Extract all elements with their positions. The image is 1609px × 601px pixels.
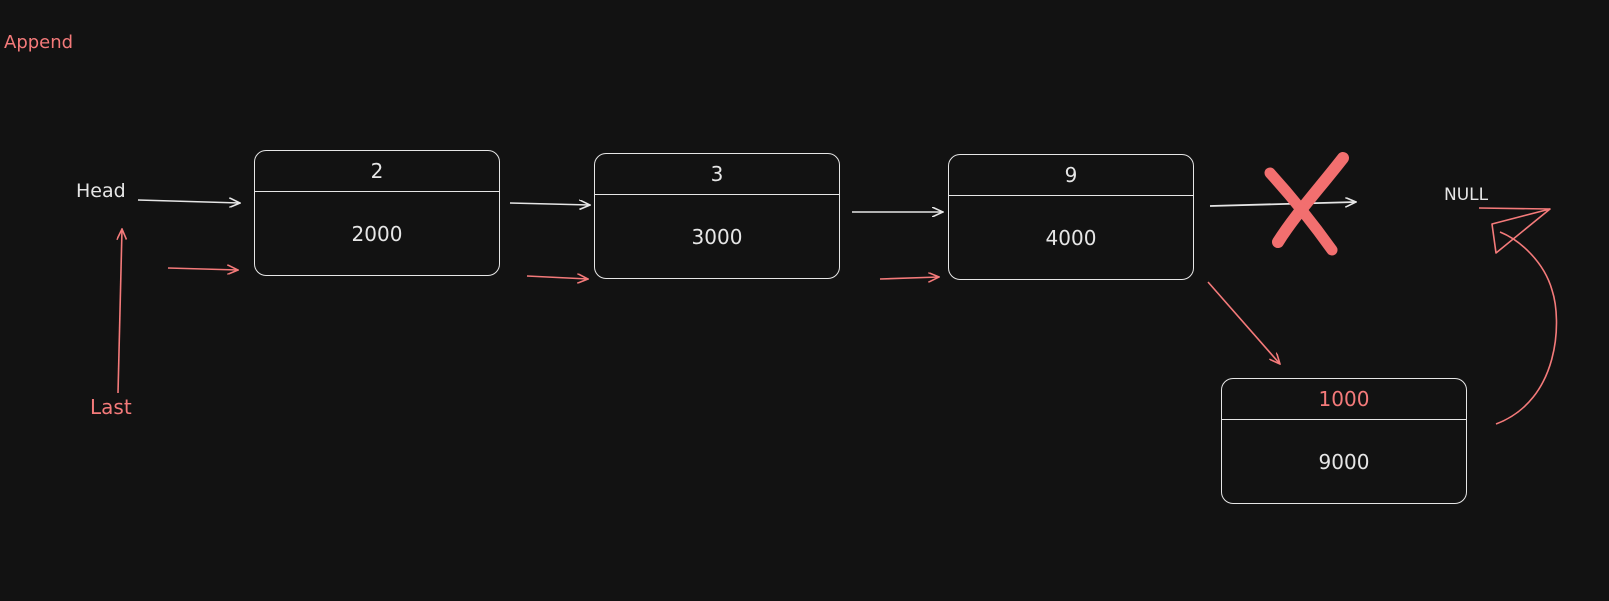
- node-address: 9000: [1318, 449, 1370, 474]
- last-step2-arrow: [526, 276, 588, 279]
- list-node: 2 2000: [254, 150, 500, 276]
- node-value: 9: [949, 155, 1193, 196]
- node-address: 2000: [351, 221, 403, 246]
- new-list-node: 1000 9000: [1221, 378, 1467, 504]
- new-node-to-null-curve: [1495, 231, 1558, 425]
- null-underline: [1478, 207, 1551, 210]
- last-label: Last: [90, 395, 132, 419]
- node-address: 4000: [1045, 225, 1097, 250]
- cross-out-mark: [1264, 167, 1338, 256]
- last-step3-arrow: [879, 277, 939, 279]
- head-label: Head: [76, 180, 126, 202]
- diagram-title: Append: [4, 32, 74, 53]
- node-value: 1000: [1222, 379, 1466, 420]
- null-arrowhead: [1491, 208, 1551, 254]
- last-step1-arrow: [167, 268, 238, 270]
- node-address: 3000: [691, 224, 743, 249]
- node-value: 3: [595, 154, 839, 195]
- cross-out-mark: [1272, 152, 1349, 248]
- last-up-arrow: [118, 229, 122, 394]
- node3-to-new-node-arrow: [1207, 281, 1280, 364]
- null-label: NULL: [1444, 185, 1489, 205]
- head-to-node1-arrow: [137, 200, 240, 203]
- list-node: 3 3000: [594, 153, 840, 279]
- node-value: 2: [255, 151, 499, 192]
- node1-to-node2-arrow: [509, 203, 590, 205]
- list-node: 9 4000: [948, 154, 1194, 280]
- node3-to-null-arrow: [1209, 202, 1356, 206]
